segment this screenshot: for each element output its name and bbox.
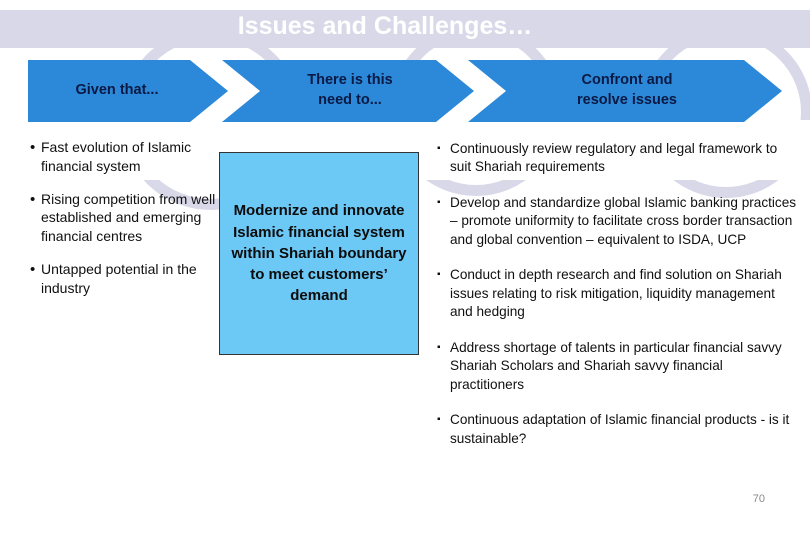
list-item: ▪ Conduct in depth research and find sol… [437, 266, 797, 321]
list-item-text: Conduct in depth research and find solut… [450, 267, 782, 320]
bullet-square-icon: ▪ [437, 341, 441, 353]
chevron-step-1[interactable]: Given that... [28, 60, 228, 122]
page-number: 70 [752, 493, 765, 505]
bullet-square-icon: ▪ [437, 196, 441, 208]
list-item: ▪ Address shortage of talents in particu… [437, 339, 797, 394]
list-item: ▪ Continuous adaptation of Islamic finan… [437, 411, 797, 448]
list-item-text: Develop and standardize global Islamic b… [450, 194, 797, 247]
list-item: ▪ Develop and standardize global Islamic… [437, 194, 797, 249]
bullet-dot-icon: • [30, 260, 36, 278]
list-item: • Fast evolution of Islamic financial sy… [30, 138, 220, 176]
left-bullet-list: • Fast evolution of Islamic financial sy… [30, 138, 220, 311]
list-item-text: Fast evolution of Islamic financial syst… [41, 139, 192, 174]
list-item: • Untapped potential in the industry [30, 260, 220, 298]
right-bullet-list: ▪ Continuously review regulatory and leg… [437, 140, 797, 465]
bullet-square-icon: ▪ [437, 143, 441, 154]
bullet-square-icon: ▪ [437, 414, 441, 426]
page-title: Issues and Challenges… [237, 12, 533, 40]
bullet-dot-icon: • [30, 190, 36, 208]
list-item: ▪ Continuously review regulatory and leg… [437, 140, 797, 177]
bullet-dot-icon: • [30, 139, 36, 156]
list-item-text: Rising competition from well established… [41, 190, 216, 245]
chevron-step-1-label: Given that... [75, 82, 159, 99]
list-item: • Rising competition from well establish… [30, 190, 220, 246]
list-item-text: Untapped potential in the industry [41, 260, 197, 296]
center-highlight-box: Modernize and innovate Islamic financial… [219, 152, 419, 355]
list-item-text: Continuous adaptation of Islamic financi… [450, 412, 790, 446]
list-item-text: Continuously review regulatory and legal… [450, 141, 778, 175]
list-item-text: Address shortage of talents in particula… [450, 339, 782, 392]
title-band [0, 10, 810, 48]
center-highlight-text: Modernize and innovate Islamic financial… [231, 202, 407, 305]
bullet-square-icon: ▪ [437, 269, 441, 281]
